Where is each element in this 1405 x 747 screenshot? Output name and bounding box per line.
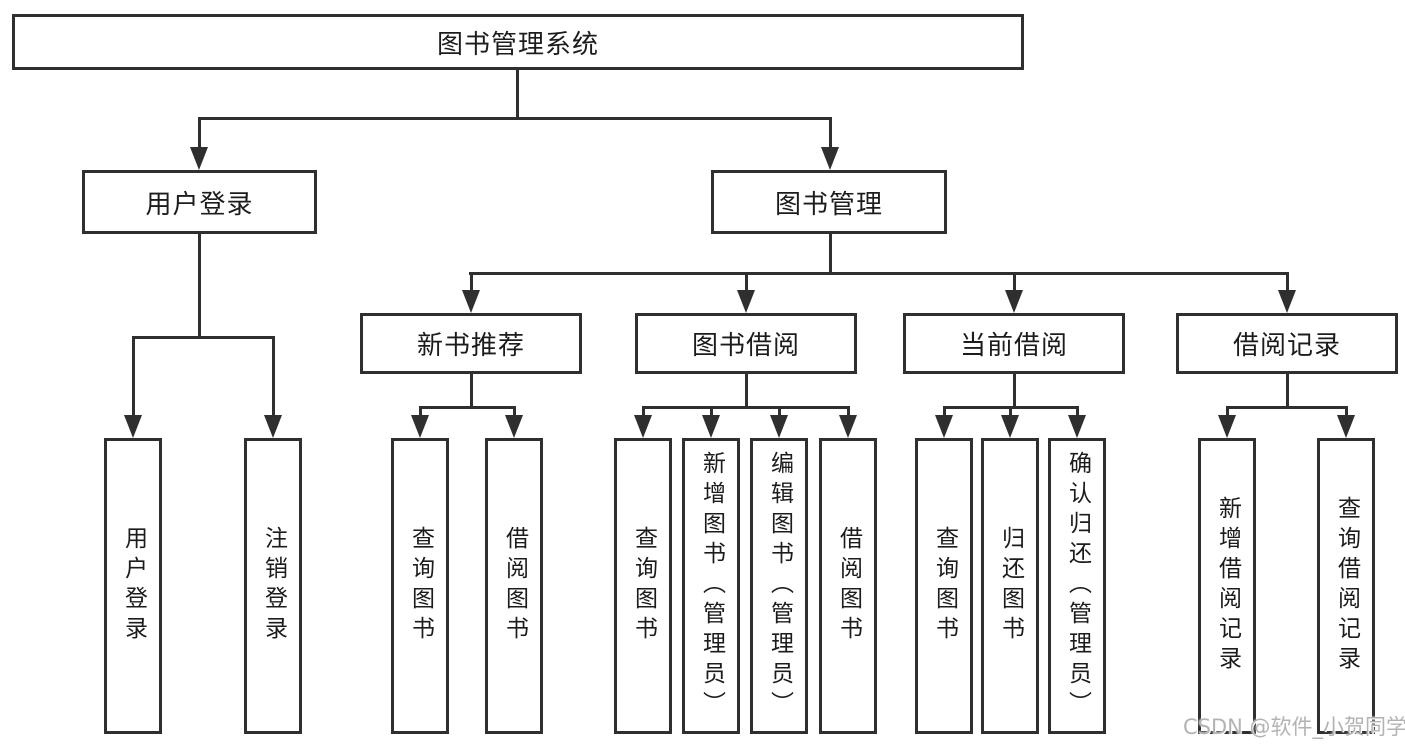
node-book-borrowing: 图书借阅 bbox=[635, 313, 857, 374]
leaf-user-login-label: 用户登录 bbox=[120, 526, 147, 646]
leaf-confirm-return-admin: 确认归还（管理员） bbox=[1048, 438, 1106, 734]
leaf-logout: 注销登录 bbox=[244, 438, 302, 734]
leaf-query-books-borrow: 查询图书 bbox=[614, 438, 672, 734]
connector-line bbox=[1286, 374, 1289, 406]
connector-line bbox=[745, 272, 748, 291]
arrowhead-down-icon bbox=[411, 415, 429, 438]
connector-line bbox=[470, 374, 473, 406]
node-new-book-recommend-label: 新书推荐 bbox=[416, 331, 525, 361]
leaf-add-books-admin-label: 新增图书（管理员） bbox=[698, 451, 725, 721]
connector-line bbox=[470, 272, 473, 291]
leaf-borrow-books-recommend: 借阅图书 bbox=[485, 438, 543, 734]
arrowhead-down-icon bbox=[1005, 290, 1023, 313]
node-user-login: 用户登录 bbox=[82, 170, 317, 234]
arrowhead-down-icon bbox=[935, 415, 953, 438]
leaf-add-borrow-record-label: 新增借阅记录 bbox=[1214, 496, 1241, 676]
arrowhead-down-icon bbox=[821, 147, 839, 170]
leaf-borrow-books-recommend-label: 借阅图书 bbox=[501, 526, 528, 646]
connector-line bbox=[1226, 406, 1348, 409]
arrowhead-down-icon bbox=[1068, 415, 1086, 438]
connector-line bbox=[272, 336, 275, 416]
node-new-book-recommend: 新书推荐 bbox=[360, 313, 582, 374]
connector-line bbox=[847, 406, 850, 416]
node-book-management: 图书管理 bbox=[711, 170, 947, 234]
arrowhead-down-icon bbox=[770, 415, 788, 438]
connector-line bbox=[642, 406, 850, 409]
arrowhead-down-icon bbox=[124, 415, 142, 438]
leaf-query-books-current: 查询图书 bbox=[915, 438, 973, 734]
connector-line bbox=[469, 272, 1288, 275]
node-current-borrowing: 当前借阅 bbox=[903, 313, 1125, 374]
connector-line bbox=[1013, 374, 1016, 406]
arrowhead-down-icon bbox=[839, 415, 857, 438]
leaf-add-books-admin: 新增图书（管理员） bbox=[682, 438, 740, 734]
connector-line bbox=[198, 234, 201, 336]
leaf-query-books-borrow-label: 查询图书 bbox=[630, 526, 657, 646]
connector-line bbox=[516, 70, 519, 117]
leaf-user-login: 用户登录 bbox=[104, 438, 162, 734]
node-user-login-label: 用户登录 bbox=[145, 189, 254, 220]
arrowhead-down-icon bbox=[1278, 290, 1296, 313]
connector-line bbox=[1345, 406, 1348, 416]
connector-line bbox=[829, 117, 832, 148]
connector-line bbox=[513, 406, 516, 416]
connector-line bbox=[642, 406, 645, 416]
leaf-query-borrow-record-label: 查询借阅记录 bbox=[1333, 496, 1360, 676]
connector-line bbox=[1076, 406, 1079, 416]
connector-line bbox=[198, 117, 201, 148]
arrowhead-down-icon bbox=[462, 290, 480, 313]
connector-line bbox=[198, 117, 831, 120]
connector-line bbox=[1009, 406, 1012, 416]
arrowhead-down-icon bbox=[1337, 415, 1355, 438]
csdn-watermark: CSDN @软件_小贺同学 bbox=[1183, 715, 1405, 739]
arrowhead-down-icon bbox=[1001, 415, 1019, 438]
connector-line bbox=[745, 374, 748, 406]
connector-line bbox=[419, 406, 422, 416]
connector-line bbox=[829, 234, 832, 272]
leaf-edit-books-admin-label: 编辑图书（管理员） bbox=[766, 451, 793, 721]
leaf-confirm-return-admin-label: 确认归还（管理员） bbox=[1064, 451, 1091, 721]
connector-line bbox=[1286, 272, 1289, 291]
leaf-return-books-label: 归还图书 bbox=[997, 526, 1024, 646]
connector-line bbox=[1226, 406, 1229, 416]
arrowhead-down-icon bbox=[737, 290, 755, 313]
leaf-query-books-current-label: 查询图书 bbox=[931, 526, 958, 646]
connector-line bbox=[710, 406, 713, 416]
connector-line bbox=[132, 336, 275, 339]
node-library-system-label: 图书管理系统 bbox=[436, 29, 599, 60]
leaf-borrow-books: 借阅图书 bbox=[819, 438, 877, 734]
node-borrowing-records: 借阅记录 bbox=[1176, 313, 1398, 374]
connector-line bbox=[419, 406, 516, 409]
node-book-management-label: 图书管理 bbox=[774, 189, 883, 220]
arrowhead-down-icon bbox=[1218, 415, 1236, 438]
leaf-query-borrow-record: 查询借阅记录 bbox=[1317, 438, 1375, 734]
connector-line bbox=[778, 406, 781, 416]
node-library-system: 图书管理系统 bbox=[12, 14, 1024, 70]
arrowhead-down-icon bbox=[634, 415, 652, 438]
arrowhead-down-icon bbox=[702, 415, 720, 438]
arrowhead-down-icon bbox=[505, 415, 523, 438]
arrowhead-down-icon bbox=[264, 415, 282, 438]
leaf-return-books: 归还图书 bbox=[981, 438, 1039, 734]
leaf-add-borrow-record: 新增借阅记录 bbox=[1198, 438, 1256, 734]
connector-line bbox=[1013, 272, 1016, 291]
node-book-borrowing-label: 图书借阅 bbox=[691, 331, 800, 361]
leaf-borrow-books-label: 借阅图书 bbox=[835, 526, 862, 646]
node-current-borrowing-label: 当前借阅 bbox=[959, 331, 1068, 361]
node-borrowing-records-label: 借阅记录 bbox=[1232, 331, 1341, 361]
leaf-logout-label: 注销登录 bbox=[260, 526, 287, 646]
connector-line bbox=[132, 336, 135, 416]
leaf-edit-books-admin: 编辑图书（管理员） bbox=[750, 438, 808, 734]
arrowhead-down-icon bbox=[190, 147, 208, 170]
leaf-query-books-recommend-label: 查询图书 bbox=[407, 526, 434, 646]
leaf-query-books-recommend: 查询图书 bbox=[391, 438, 449, 734]
connector-line bbox=[943, 406, 946, 416]
